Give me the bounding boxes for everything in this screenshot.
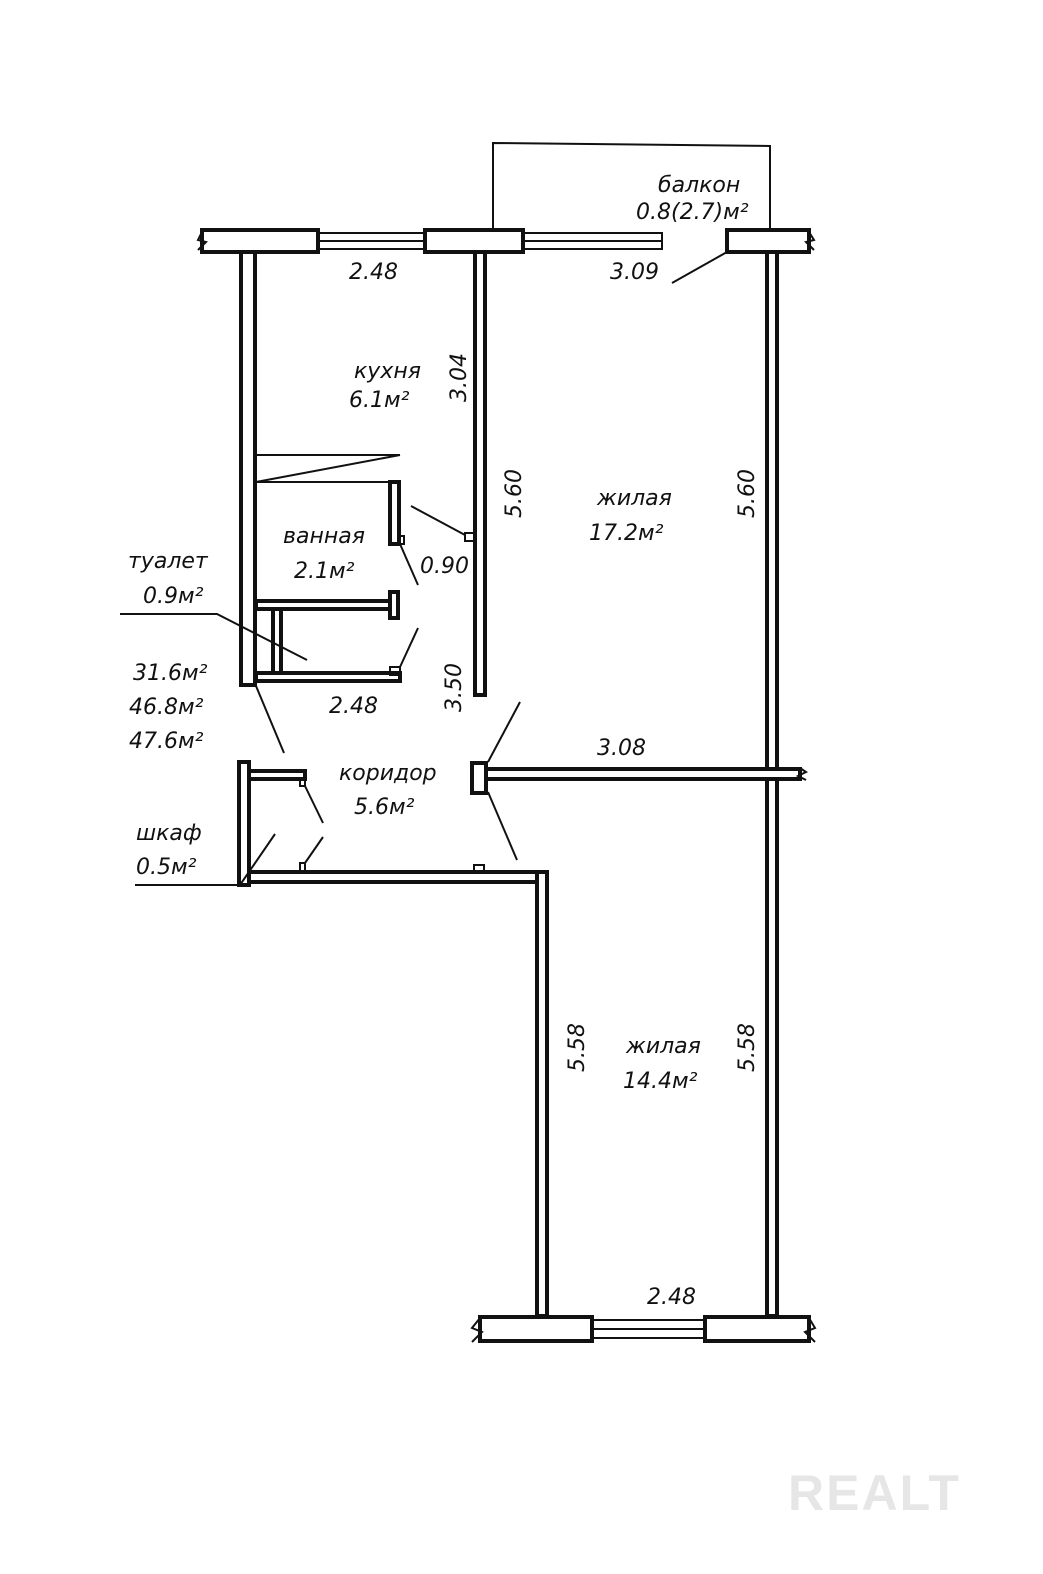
dim-partition-length: 5.60 [502, 469, 527, 518]
living1-name: жилая [596, 486, 672, 511]
corridor-name: коридор [339, 761, 437, 786]
living2-name: жилая [625, 1034, 701, 1059]
balcony-name: балкон [658, 173, 740, 198]
dim-living2-left-length: 5.58 [565, 1023, 590, 1072]
toilet-leader [120, 613, 308, 661]
door-leader [410, 505, 466, 536]
dim-kitchen-length: 3.04 [447, 353, 472, 402]
dim-bath-width: 2.48 [329, 694, 378, 719]
kitchen-area: 6.1м² [349, 388, 410, 413]
dim-living1-width: 3.09 [610, 260, 659, 285]
dim-kitchen-width: 2.48 [349, 260, 398, 285]
corridor-area: 5.6м² [354, 795, 415, 820]
closet-name: шкаф [136, 821, 202, 846]
living1-area: 17.2м² [589, 521, 664, 546]
balcony-area: 0.8(2.7)м² [636, 200, 749, 225]
watermark-logo: REALT [788, 1465, 961, 1521]
total-area-living: 31.6м² [133, 661, 208, 686]
balcony-outline [492, 141, 771, 229]
dim-partition-width: 3.08 [597, 736, 646, 761]
corridor-walls [135, 760, 808, 1318]
dim-living2-width: 2.48 [647, 1285, 696, 1310]
top-wall [196, 228, 816, 254]
dim-corridor-length: 3.50 [442, 663, 467, 712]
living2-area: 14.4м² [623, 1069, 698, 1094]
door-swing-living2 [487, 791, 518, 861]
bottom-wall [470, 1315, 817, 1343]
right-outer-wall [765, 250, 779, 1318]
toilet-area: 0.9м² [143, 584, 204, 609]
door-jamb [464, 532, 475, 542]
bathroom-name: ванная [283, 524, 365, 549]
closet-area: 0.5м² [136, 855, 197, 880]
bathroom-area: 2.1м² [294, 559, 355, 584]
door-swing-living1 [487, 701, 521, 763]
bathroom-walls [254, 454, 419, 683]
door-swing-left [255, 685, 285, 754]
kitchen-name: кухня [354, 359, 421, 384]
dim-door-width: 0.90 [420, 554, 469, 579]
dim-living2-right-length: 5.58 [735, 1023, 760, 1072]
total-area: 46.8м² [129, 695, 204, 720]
left-outer-wall [239, 250, 257, 687]
toilet-name: туалет [128, 549, 209, 574]
kitchen-living-partition [473, 250, 487, 697]
total-area-with-balcony: 47.6м² [129, 729, 204, 754]
balcony-leader [671, 251, 728, 284]
dim-right-wall-length: 5.60 [735, 469, 760, 518]
